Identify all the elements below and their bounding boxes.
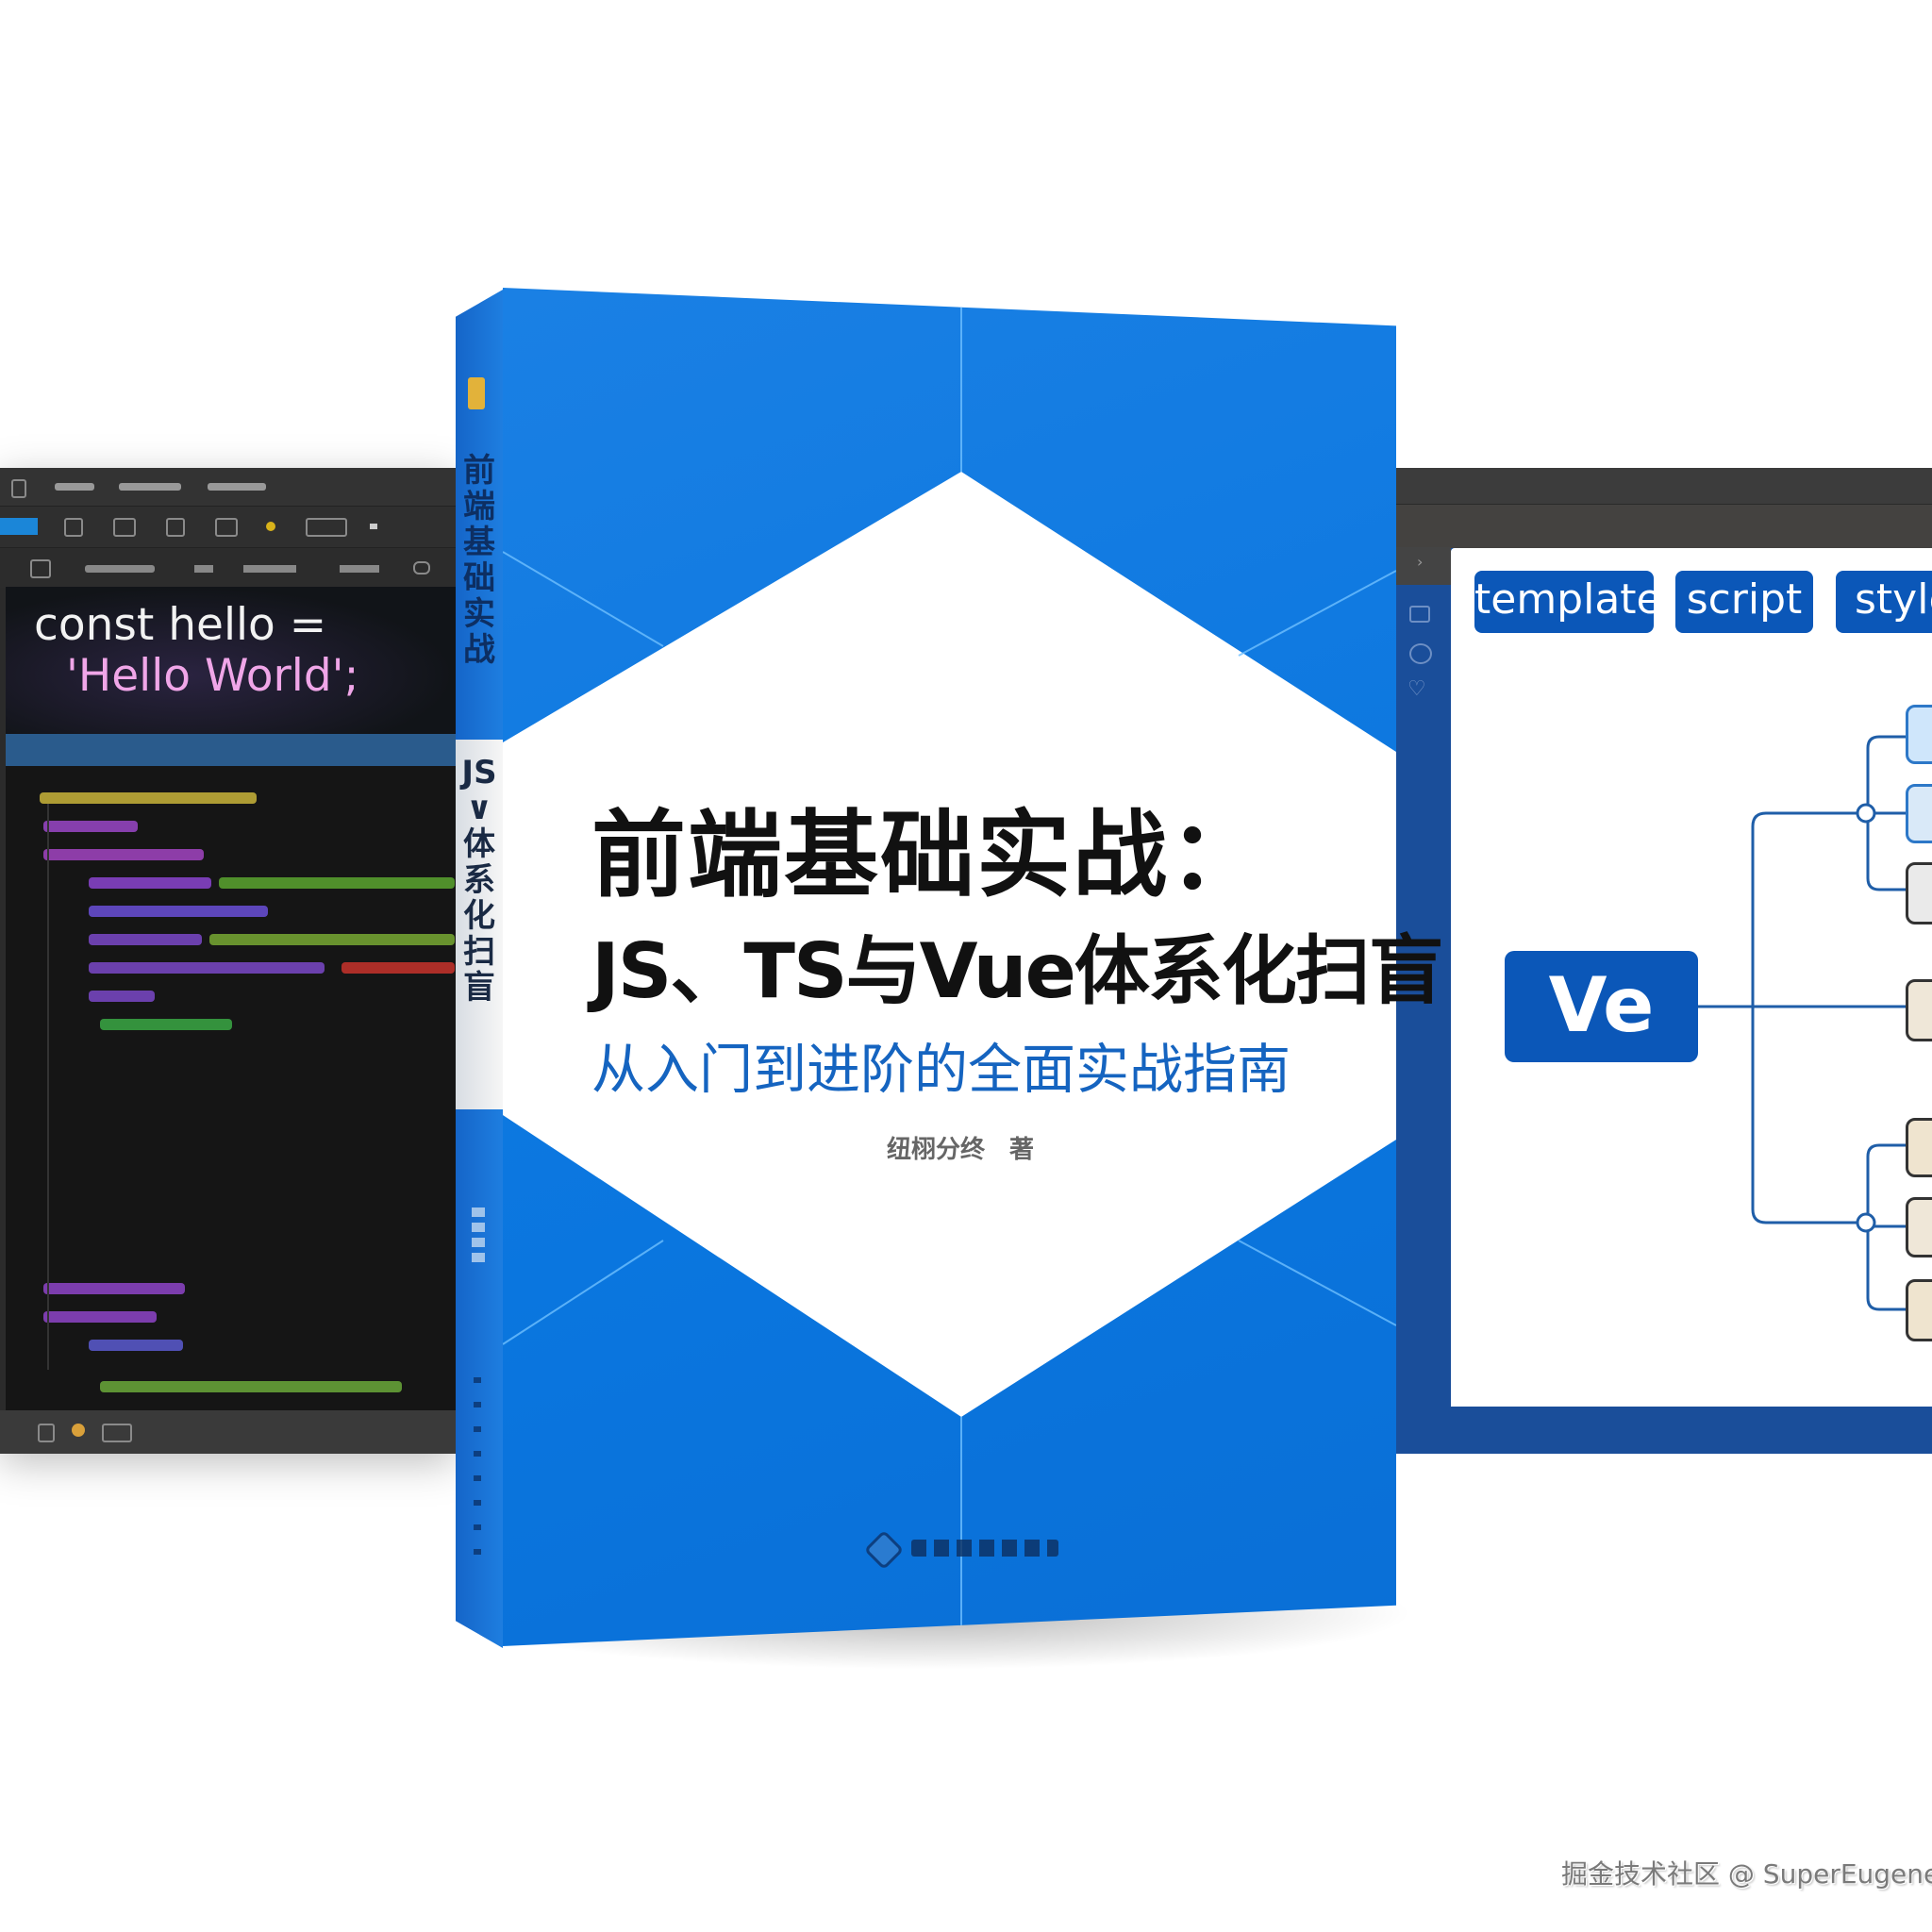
watermark: 掘金技术社区 @ SuperEugene: [1561, 1858, 1932, 1890]
code-line: [40, 792, 257, 804]
code-line: [89, 1340, 183, 1351]
code-line-1: const hello =: [34, 599, 327, 651]
spine-publisher: [474, 1377, 481, 1557]
code-line: [341, 962, 455, 974]
status-icon[interactable]: [102, 1424, 132, 1442]
publisher-name-logo: [911, 1540, 1058, 1557]
editor-secondary-toolbar: [0, 547, 456, 588]
window-title-bar: [1396, 468, 1932, 504]
code-area[interactable]: [6, 766, 456, 1410]
toolbar-icon[interactable]: [113, 518, 136, 537]
tree-line: [1751, 811, 1864, 1224]
toolbar-dot-icon[interactable]: [266, 522, 275, 531]
book-tagline: 从入门到进阶的全面实战指南: [591, 1039, 1291, 1101]
code-editor-window: const hello ='Hello World';: [0, 468, 456, 1454]
code-line: [209, 934, 455, 945]
cover-line: [503, 551, 664, 647]
cover-hexagon-art: [503, 288, 1396, 1646]
spine-white-band: [456, 740, 503, 1109]
editor-toolbar: [0, 506, 456, 548]
toolbar-icon[interactable]: [64, 518, 83, 537]
tree-node[interactable]: [1906, 1197, 1932, 1257]
toolbar-icon[interactable]: [215, 518, 238, 537]
tree-node[interactable]: [1906, 979, 1932, 1041]
expand-chevron-icon[interactable]: ›: [1396, 547, 1451, 585]
menu-item[interactable]: [55, 483, 94, 491]
tree-junction: [1856, 1212, 1876, 1233]
tree-junction: [1856, 803, 1876, 824]
status-icon[interactable]: [38, 1424, 55, 1442]
window-toolbar: [1396, 504, 1932, 548]
toolbar-label[interactable]: [340, 565, 379, 573]
code-line: [89, 934, 202, 945]
code-line: [43, 1311, 157, 1323]
cover-line: [1238, 570, 1396, 657]
toolbar-label[interactable]: [194, 565, 213, 573]
toolbar-dropdown[interactable]: [306, 518, 347, 537]
code-line: [89, 906, 268, 917]
tab-style[interactable]: style: [1836, 571, 1932, 633]
book-author: 纽栩分终 著: [887, 1136, 1035, 1164]
toolbar-icon[interactable]: [166, 518, 185, 537]
code-line: [100, 1019, 232, 1030]
spine-subtitle: JS∨体系化扫盲: [461, 754, 497, 1007]
book-subtitle: JS、TS与Vue体系化扫盲: [591, 927, 1444, 1015]
status-icon[interactable]: [72, 1424, 85, 1437]
tree-node[interactable]: [1906, 784, 1932, 843]
editor-menu-bar: [0, 468, 456, 506]
code-string: 'Hello World';: [66, 650, 359, 702]
spine-publisher-logo: [468, 377, 485, 409]
spine-title: 前端基础实战: [463, 452, 495, 669]
toolbar-label[interactable]: [243, 565, 296, 573]
active-tool-button[interactable]: [0, 518, 38, 535]
tree-node[interactable]: [1906, 1118, 1932, 1177]
spine-author: [472, 1208, 485, 1264]
code-preview: const hello ='Hello World';: [6, 587, 456, 734]
code-snippet: const hello ='Hello World';: [34, 600, 358, 702]
menu-item[interactable]: [119, 483, 181, 491]
tree-node[interactable]: [1906, 1279, 1932, 1341]
book-title: 前端基础实战：: [591, 800, 1265, 910]
document-icon[interactable]: [1409, 606, 1430, 623]
chevron-down-icon[interactable]: [370, 524, 377, 529]
code-line: [89, 962, 325, 974]
editor-status-bar: [0, 1410, 456, 1454]
indent-guide: [47, 804, 49, 1370]
toolbar-label[interactable]: [85, 565, 155, 573]
heart-icon[interactable]: ♡: [1407, 677, 1426, 701]
link-icon[interactable]: [413, 561, 430, 575]
tree-node[interactable]: [1906, 705, 1932, 764]
cover-line: [1238, 1240, 1396, 1326]
code-line: [89, 991, 155, 1002]
app-icon: [11, 479, 26, 498]
tab-template[interactable]: template: [1474, 571, 1654, 633]
tree-node[interactable]: [1906, 862, 1932, 924]
tab-script[interactable]: script: [1675, 571, 1813, 633]
panel-icon[interactable]: [30, 559, 51, 578]
code-line: [43, 821, 138, 832]
code-line: [100, 1381, 402, 1392]
vue-root-node[interactable]: Ve: [1505, 951, 1698, 1062]
code-line: [219, 877, 455, 889]
book-cover: [503, 288, 1396, 1646]
circle-icon[interactable]: [1409, 643, 1432, 664]
white-hexagon: [503, 472, 1396, 1417]
code-line: [43, 1283, 185, 1294]
editor-tab-bar[interactable]: [6, 734, 456, 766]
cover-line: [503, 1240, 664, 1345]
menu-item[interactable]: [208, 483, 266, 491]
code-line: [89, 877, 211, 889]
code-line: [43, 849, 204, 860]
